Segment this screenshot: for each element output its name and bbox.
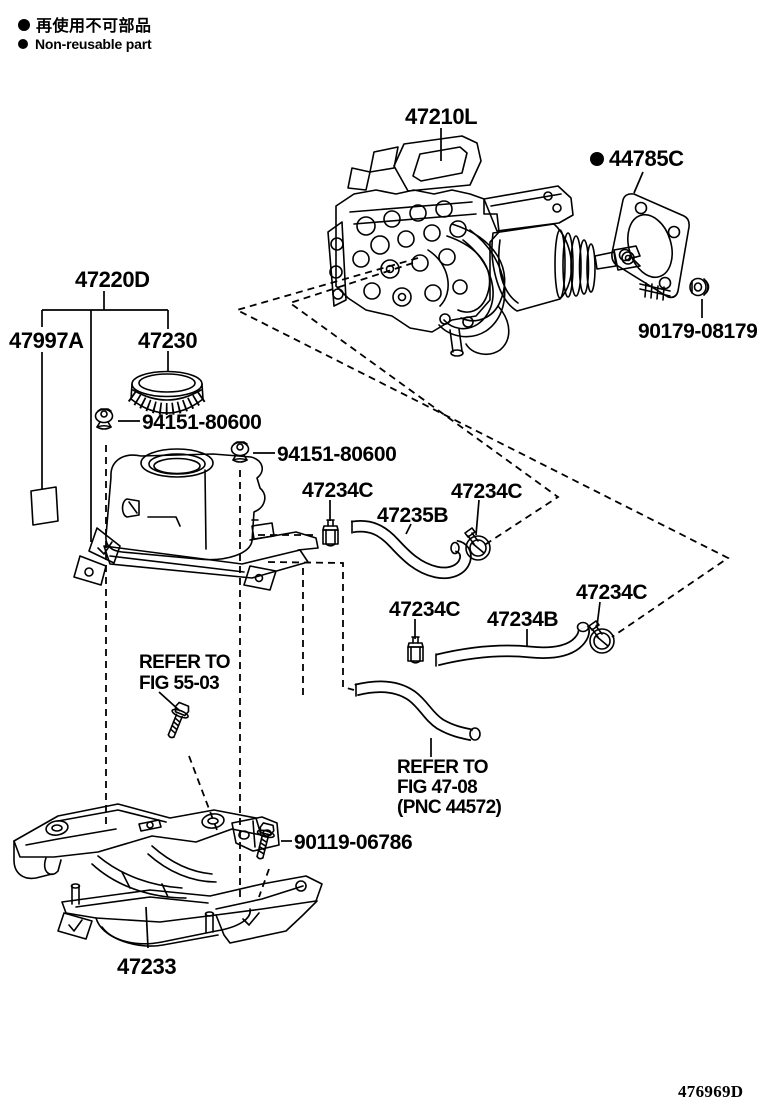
part-label-nut-upper: 94151-80600 xyxy=(142,411,261,434)
refer-fig-55-03-line1: REFER TO xyxy=(139,652,230,673)
legend: 再使用不可部品 Non-reusable part xyxy=(18,16,152,52)
leader-lines xyxy=(41,128,703,949)
bracket-47233-drawing xyxy=(13,803,323,947)
clamp-upper-left-drawing xyxy=(322,519,339,547)
reservoir-tank-drawing xyxy=(73,448,319,591)
part-labels: 47210L 44785C 90179-08179 47220D 47997A … xyxy=(9,104,758,1101)
refer-fig-47-08-line1: REFER TO xyxy=(397,757,488,778)
clamp-lower-left-drawing xyxy=(407,636,424,664)
refer-fig-47-08-line2: FIG 47-08 xyxy=(397,777,477,798)
non-reusable-bullet-gasket xyxy=(590,152,604,166)
part-label-bolt: 90119-06786 xyxy=(294,831,412,854)
refer-fig-55-03-line2: FIG 55-03 xyxy=(139,673,219,694)
non-reusable-bullet-jp xyxy=(18,19,30,31)
part-label-booster: 47210L xyxy=(405,104,477,129)
part-label-clamp-upper-left: 47234C xyxy=(302,479,373,502)
refer-fig-47-08-line3: (PNC 44572) xyxy=(397,797,502,818)
reservoir-cap-drawing xyxy=(127,370,207,415)
brake-booster-assembly-drawing xyxy=(327,135,671,357)
non-reusable-bullet-en xyxy=(18,39,28,49)
hose-47234B-drawing xyxy=(435,621,590,667)
part-label-nut-lower: 94151-80600 xyxy=(277,443,396,466)
part-label-gasket: 44785C xyxy=(609,146,684,171)
flange-nut-lower-drawing xyxy=(230,441,250,463)
hose-refer-47-08-drawing xyxy=(354,680,481,742)
gasket-drawing xyxy=(611,193,690,299)
part-label-gasket-nut: 90179-08179 xyxy=(638,320,757,343)
part-label-cap: 47230 xyxy=(138,328,197,353)
diagram-code: 476969D xyxy=(678,1082,743,1101)
part-label-hose-lower: 47234B xyxy=(487,608,558,631)
flange-nut-upper-drawing xyxy=(94,408,114,430)
gasket-nut-drawing xyxy=(689,277,710,297)
refer-bolt-drawing xyxy=(161,700,193,742)
legend-jp-text: 再使用不可部品 xyxy=(36,16,152,35)
part-label-clamp-lower-left: 47234C xyxy=(389,598,460,621)
part-label-bracket: 47233 xyxy=(117,954,176,979)
part-label-reservoir-assembly: 47220D xyxy=(75,267,150,292)
legend-en-text: Non-reusable part xyxy=(35,36,152,52)
part-label-clamp-upper-right: 47234C xyxy=(451,480,522,503)
part-label-hose-upper: 47235B xyxy=(377,504,448,527)
part-label-clamp-mid-right: 47234C xyxy=(576,581,647,604)
clamp-mid-right-drawing xyxy=(588,620,615,654)
hose-47235B-drawing xyxy=(350,520,472,580)
caution-sticker-drawing xyxy=(30,486,59,526)
part-label-caution-label: 47997A xyxy=(9,328,84,353)
